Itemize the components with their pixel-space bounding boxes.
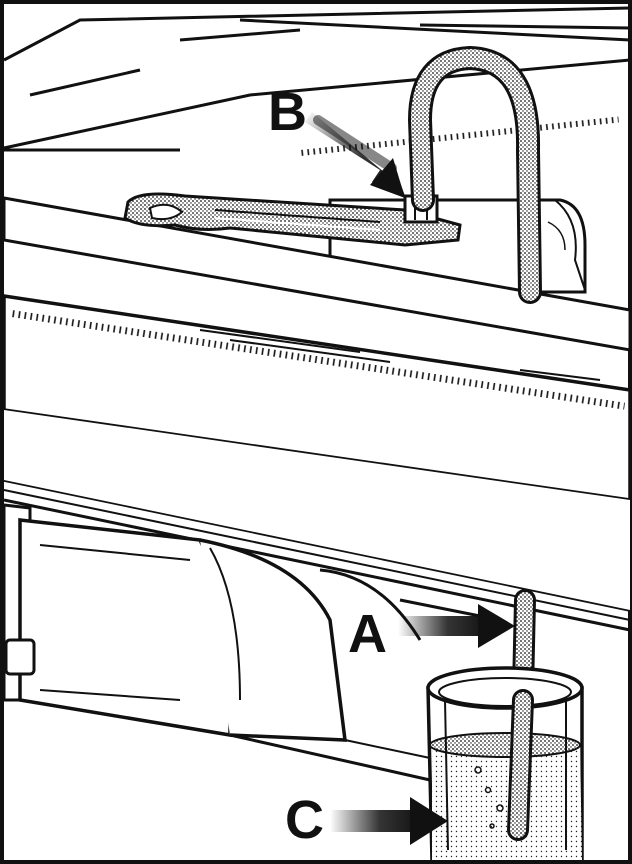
callout-c-label: C <box>285 790 324 850</box>
callout-b-label: B <box>268 82 307 142</box>
callout-a-label: A <box>348 604 387 664</box>
catch-jar <box>428 668 582 860</box>
